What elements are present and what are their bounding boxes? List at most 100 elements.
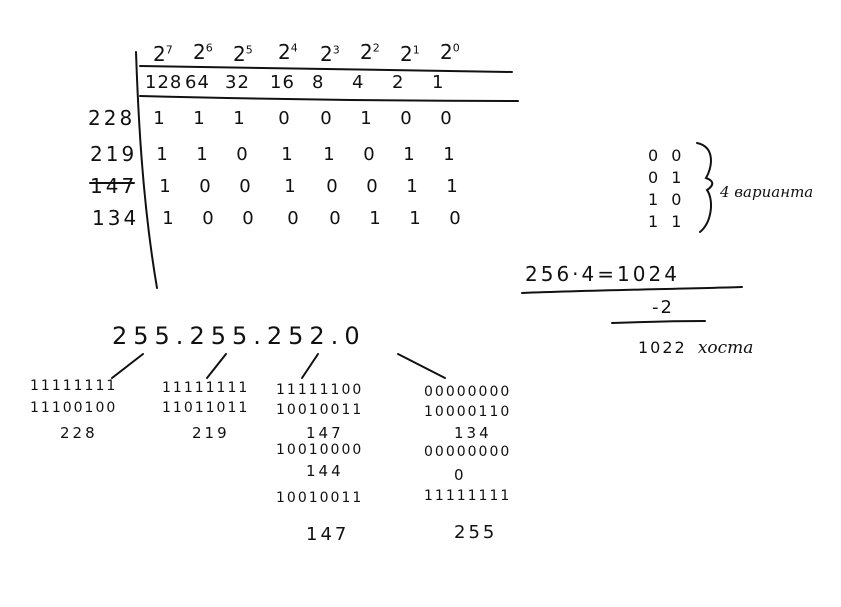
decimal-value: 144 [306,462,344,480]
bit-cell: 0 [400,108,412,129]
power-header: 23 [320,42,340,66]
decimal-value: 134 [454,424,492,442]
bit-cell: 0 [199,176,211,197]
binary-value: 11111100 [276,382,364,398]
row-label: 228 [88,106,136,130]
calc-result: 1022 хоста [638,338,753,358]
bit-cell: 0 [242,208,254,229]
power-exponent: 6 [205,41,213,55]
bit-cell: 0 [202,208,214,229]
bit-cell: 1 [233,108,245,129]
decimal-value: 228 [60,424,98,442]
connector-2 [206,353,227,379]
calc-result-number: 1022 [638,338,687,357]
bit-cell: 1 [156,144,168,165]
connector-4 [397,353,446,379]
table-top-line [139,65,513,73]
table-header-line [139,95,519,102]
binary-value: 10010000 [276,442,364,458]
table-left-line [135,51,158,289]
bit-cell: 0 [239,176,251,197]
bit-cell: 0 [326,176,338,197]
binary-value: 00000000 [424,384,512,400]
bit-cell: 1 [369,208,381,229]
power-exponent: 1 [412,43,420,57]
binary-value: 11111111 [30,378,118,394]
power-header: 24 [278,40,298,64]
bit-cell: 1 [284,176,296,197]
row-label: 134 [92,206,140,230]
decimal-value: 219 [192,424,230,442]
bit-cell: 1 [193,108,205,129]
combo-item: 0 1 [648,168,686,187]
power-base: 2 [320,42,333,66]
bit-cell: 1 [406,176,418,197]
power-exponent: 0 [452,41,460,55]
bit-cell: 1 [153,108,165,129]
bit-cell: 1 [409,208,421,229]
power-exponent: 3 [332,43,340,57]
bit-cell: 1 [323,144,335,165]
power-header: 20 [440,40,460,64]
place-value: 128 [145,72,183,93]
binary-value: 10010011 [276,490,364,506]
bit-cell: 1 [162,208,174,229]
bit-cell: 0 [236,144,248,165]
power-exponent: 5 [245,43,253,57]
bit-cell: 1 [443,144,455,165]
place-value: 4 [352,72,365,93]
subnet-mask: 255.255.252.0 [112,322,366,350]
place-value: 16 [270,72,295,93]
bit-cell: 0 [329,208,341,229]
bit-cell: 1 [159,176,171,197]
place-value: 8 [312,72,325,93]
bit-cell: 0 [449,208,461,229]
power-exponent: 4 [290,41,298,55]
bit-cell: 0 [287,208,299,229]
calc-result-word: хоста [697,338,754,358]
binary-value: 11100100 [30,400,118,416]
combo-item: 0 0 [648,146,686,165]
power-header: 22 [360,40,380,64]
bit-cell: 1 [360,108,372,129]
bit-cell: 0 [320,108,332,129]
binary-value: 10010011 [276,402,364,418]
bit-cell: 0 [440,108,452,129]
decimal-value: 147 [306,424,344,442]
calc-underline-2 [611,320,706,324]
combos-brace [696,142,714,233]
combo-item: 1 1 [648,212,686,231]
binary-value: 11111111 [162,380,250,396]
bit-cell: 0 [278,108,290,129]
power-header: 27 [153,42,173,66]
binary-value: 11111111 [424,488,512,504]
decimal-value: 147 [306,524,350,545]
power-base: 2 [360,40,373,64]
bit-cell: 1 [196,144,208,165]
power-exponent: 7 [165,43,173,57]
combos-label: 4 варианта [720,183,814,201]
binary-value: 00000000 [424,444,512,460]
row-label: 147 [90,174,138,198]
place-value: 32 [225,72,250,93]
power-base: 2 [193,40,206,64]
place-value: 64 [185,72,210,93]
power-header: 21 [400,42,420,66]
power-base: 2 [153,42,166,66]
place-value: 2 [392,72,405,93]
bit-cell: 0 [363,144,375,165]
power-exponent: 2 [372,41,380,55]
combo-item: 1 0 [648,190,686,209]
power-base: 2 [278,40,291,64]
bit-cell: 0 [366,176,378,197]
power-base: 2 [233,42,246,66]
binary-value: 10000110 [424,404,512,420]
calc-line-1: 256·4=1024 [525,262,680,286]
power-header: 25 [233,42,253,66]
connector-1 [111,353,144,379]
place-value: 1 [432,72,445,93]
bit-cell: 1 [446,176,458,197]
connector-3 [301,353,319,379]
bit-cell: 1 [281,144,293,165]
